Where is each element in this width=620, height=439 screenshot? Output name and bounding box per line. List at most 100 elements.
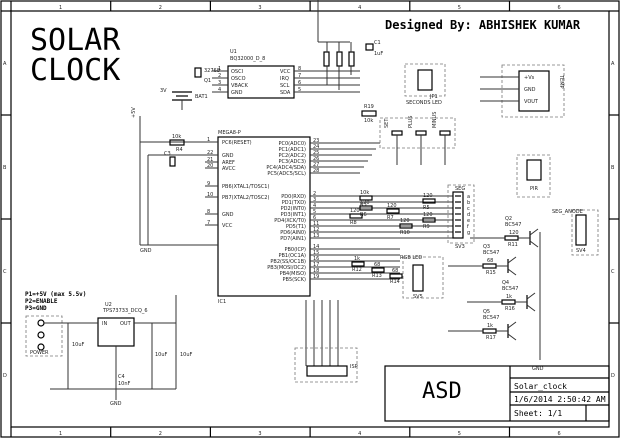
mcu-pin-label: PC4(ADC4/SDA) — [266, 165, 306, 171]
frame-col-label: 2 — [159, 5, 162, 11]
rtc-pin-label: OSCI — [231, 69, 243, 75]
button-label: MINUS — [432, 112, 438, 128]
frame-col-label: 4 — [358, 431, 361, 437]
pin-number: 9 — [207, 181, 210, 187]
mcu-pin-label: PC1(ADC1) — [278, 147, 306, 153]
svg-text:SEG: SEG — [455, 186, 465, 192]
resistor-ref: R3 — [360, 202, 367, 208]
wire — [507, 256, 517, 264]
mcu-pin-label: PD3(INT1) — [281, 212, 306, 218]
resistor-value: 1k — [506, 294, 512, 300]
wire — [526, 304, 536, 312]
mcu-pin-label: PD5(T1) — [286, 224, 306, 230]
resistor — [359, 195, 373, 201]
svg-text:U2: U2 — [105, 302, 112, 308]
mcu-pin-label: PB5(SCK) — [283, 277, 307, 283]
mcu-pin-label: GND — [222, 212, 234, 218]
svg-text:C4: C4 — [118, 374, 125, 380]
resistor-ref: R16 — [505, 306, 515, 312]
title-block-sheet: Sheet: 1/1 — [514, 409, 562, 418]
transistors: Q2BC547120R11Q3BC54768R15Q4BC5471kR16Q5B… — [448, 216, 539, 341]
wire — [507, 333, 517, 341]
svg-text:ISP: ISP — [350, 364, 358, 370]
mcu-pin-label: VCC — [222, 223, 233, 229]
title-line2: CLOCK — [30, 53, 120, 88]
svg-text:10nF: 10nF — [118, 381, 131, 387]
pin-number: 6 — [298, 80, 301, 86]
svg-text:R4: R4 — [176, 147, 183, 153]
resistor-ref: R11 — [508, 242, 518, 248]
mcu-pin-label: PB1(OC1A) — [278, 253, 306, 259]
pin-number: 14 — [313, 244, 319, 250]
temp-pin-label: VOUT — [524, 99, 539, 105]
frame-col-label: 5 — [458, 431, 461, 437]
resistor — [371, 267, 385, 273]
svg-text:JP1: JP1 — [429, 94, 438, 100]
rtc-pin-label: SDA — [280, 90, 291, 96]
transistor-part: BC547 — [505, 222, 521, 228]
pin-number: 27 — [313, 162, 319, 168]
mcu-pin-label: PB6(XTAL1/TOSC1) — [222, 184, 269, 190]
resistor-ref: R7 — [387, 215, 394, 221]
svg-text:RGB LED: RGB LED — [400, 255, 422, 261]
svg-text:3V: 3V — [160, 88, 167, 94]
resistor — [501, 299, 516, 305]
pin-number: 15 — [313, 250, 319, 256]
resistor — [504, 235, 519, 241]
rgb-led-connector: RGB LED SV5 — [400, 255, 444, 300]
pin-number: 17 — [313, 262, 319, 268]
pin-number: 19 — [313, 274, 319, 280]
resistor — [422, 217, 436, 223]
svg-text:10uF: 10uF — [72, 342, 85, 348]
pin-number: 16 — [313, 256, 319, 262]
transistor-ref: Q5 — [483, 309, 490, 315]
svg-text:SV4: SV4 — [576, 248, 586, 254]
wire — [529, 228, 539, 236]
resistor-value: 120 — [423, 193, 433, 199]
svg-text:10k: 10k — [172, 134, 181, 140]
resistor — [359, 205, 373, 211]
svg-text:TPS73733_DCQ_6: TPS73733_DCQ_6 — [102, 308, 148, 314]
pin-number: 26 — [313, 156, 319, 162]
svg-text:R19: R19 — [364, 104, 374, 110]
mcu-pin-label: AREF — [222, 160, 235, 166]
svg-text:P3=GND: P3=GND — [25, 305, 47, 312]
rtc-pin-label: OSCO — [231, 76, 246, 82]
frame-row-label: D — [3, 373, 7, 379]
mcu-pin-label: PD1(TXD) — [282, 200, 306, 206]
resistor-value: 10k — [360, 190, 369, 196]
rtc-part: BQ32000_D_8 — [230, 56, 265, 62]
frame-row-label: B — [3, 165, 7, 171]
transistor-part: BC547 — [483, 315, 499, 321]
frame-col-label: 1 — [59, 431, 62, 437]
seg-pin-label: f — [467, 224, 469, 230]
seconds-led-connector: SECONDS LED JP1 — [404, 63, 446, 106]
resistor-value: 120 — [400, 218, 410, 224]
pin-number: 18 — [313, 268, 319, 274]
svg-text:SV5: SV5 — [413, 294, 423, 300]
resistor — [389, 273, 403, 279]
pin-number: 1 — [207, 137, 210, 143]
pin-number: 5 — [313, 209, 316, 215]
rtc-pin-label: IRQ — [280, 76, 289, 82]
svg-text:PIR: PIR — [530, 186, 538, 192]
resistor-ref: R12 — [352, 267, 362, 273]
frame-col-label: 6 — [558, 5, 561, 11]
wire — [507, 268, 517, 276]
left-supply: 10k R4 C3 +5V GND — [131, 107, 218, 254]
wire — [529, 240, 539, 248]
resistor-ref: R5 — [423, 205, 430, 211]
title-block-name: Solar_clock — [514, 382, 567, 391]
frame-col-label: 1 — [59, 5, 62, 11]
frame-col-label: 3 — [258, 431, 261, 437]
svg-text:GND: GND — [532, 366, 544, 372]
svg-text:IC1: IC1 — [218, 299, 226, 305]
pin-number: 25 — [313, 150, 319, 156]
svg-text:10uF: 10uF — [180, 352, 193, 358]
temp-pin-label: GND — [524, 87, 536, 93]
